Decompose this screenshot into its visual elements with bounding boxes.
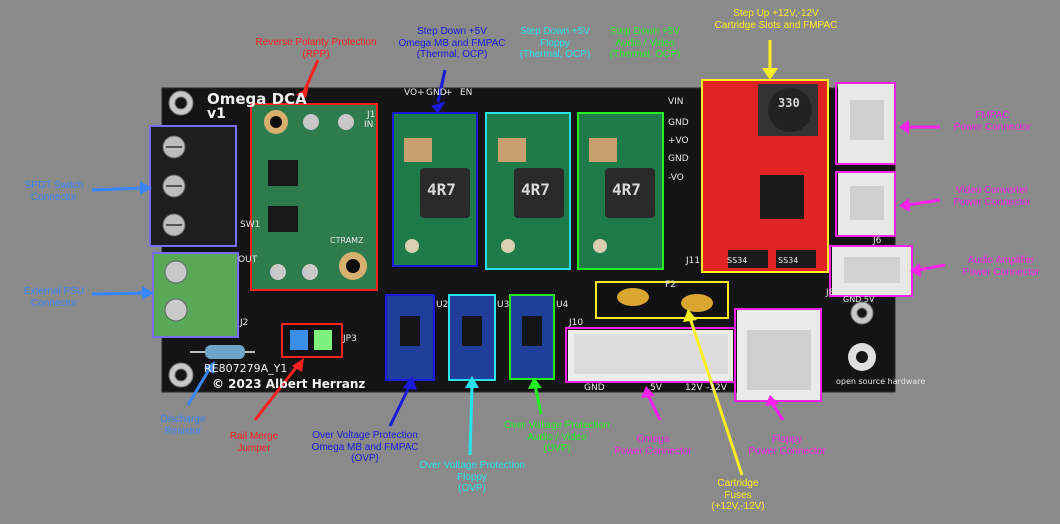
mounting-hole [850, 301, 874, 325]
rail-merge-annotation: Rail Merge Jumper [229, 431, 279, 454]
omega-connector-annotation: Omega Power Connector [614, 434, 692, 457]
rail-merge-jumper [281, 323, 343, 358]
ext-psu-annotation: External PSU Connector [23, 286, 85, 309]
board-credit: © 2023 Albert Herranz [212, 377, 366, 391]
inductor-marking: 330 [778, 96, 800, 110]
video-annotation: Video Converter Power Connector [953, 185, 1031, 208]
floppy-connector-annotation: Floppy Power Connector [748, 434, 826, 457]
ovp-floppy-annotation: Over Voltage Protection Floppy (OVP) [419, 460, 525, 494]
pin-label: EN [460, 88, 473, 98]
pin-label: VIN [668, 97, 684, 107]
ovp-omega-annotation: Over Voltage Protection Omega MB and FMP… [311, 430, 419, 464]
step-down-module-floppy [485, 112, 571, 270]
board-version: v1 [207, 106, 226, 122]
ref-u4: U4 [556, 300, 569, 310]
audio-pin-label: GND 5V [843, 295, 875, 304]
oshw-logo [848, 343, 876, 371]
ref-f2: F2 [665, 280, 676, 290]
diode-label: SS34 [778, 256, 799, 265]
video-connector [835, 171, 896, 237]
ref-j1: J1 [367, 110, 376, 120]
floppy-connector [734, 308, 822, 402]
inductor-marking: 4R7 [612, 180, 641, 199]
ref-sw1: SW1 [240, 220, 261, 230]
discharge-resistor [190, 345, 255, 359]
pin-label: GND [668, 118, 689, 128]
ovp-av-annotation: Over Voltage Protection Audio / Video (O… [504, 420, 610, 454]
ref-u2: U2 [436, 300, 449, 310]
fuses-annotation: Cartridge Fuses (+12V,-12V) [711, 478, 765, 512]
pin-label: +VO [668, 136, 689, 146]
ovp-module-floppy [448, 294, 496, 381]
inductor-marking: 4R7 [427, 180, 456, 199]
board-title: Omega DCA [207, 90, 307, 108]
pin-label: GND [426, 88, 447, 98]
inductor-marking: 4R7 [521, 180, 550, 199]
oshw-text: open source hardware [836, 377, 926, 386]
ovp-module-omega [385, 294, 435, 381]
ref-u3: U3 [497, 300, 510, 310]
ref-j2: J2 [240, 318, 249, 328]
ref-j11: J11 [686, 256, 701, 266]
pin-label: GND [668, 154, 689, 164]
spdt-annotation: SPDT Switch Connector [24, 180, 84, 203]
audio-connector [829, 245, 913, 297]
psu-terminal-block [152, 252, 239, 338]
rpp-out-label: OUT [238, 255, 258, 265]
omega-pin: -12V [706, 383, 727, 393]
ref-j10: J10 [569, 318, 584, 328]
fmpac-connector [835, 82, 896, 165]
diode-label: SS34 [727, 256, 748, 265]
step-down-floppy-annotation: Step Down +5V Floppy (Thermal, OCP) [519, 26, 591, 60]
step-down-module-av [577, 112, 664, 270]
rpp-annotation: Reverse Polarity Protection (RPP) [255, 37, 377, 60]
step-down-omega-annotation: Step Down +5V Omega MB and FMPAC (Therma… [398, 26, 506, 60]
ref-jp3: JP3 [343, 334, 357, 344]
fmpac-annotation: FMPAC Power Connector [953, 110, 1032, 133]
omega-pin: 5V [650, 383, 662, 393]
pin-label: VO+ [404, 88, 425, 98]
cartridge-fuses [595, 281, 729, 319]
pin-label: -VO [668, 173, 684, 183]
part-reference: RE807279A_Y1 [204, 362, 288, 375]
mounting-hole [168, 90, 194, 116]
rpp-chip-label: CTRAMZ [330, 236, 364, 245]
audio-annotation: Audio Amplifier Power Connector [962, 255, 1040, 278]
ovp-module-av [509, 294, 555, 380]
discharge-annotation: Discharge Resistor [160, 414, 206, 437]
ref-j8: J8 [826, 288, 835, 298]
pin-label: + [445, 88, 453, 98]
step-down-av-annotation: Step Down +5V Audio / Video (Thermal, OC… [609, 26, 681, 60]
step-up-annotation: Step Up +12V,-12V Cartridge Slots and FM… [714, 8, 838, 31]
rpp-in-label: IN [364, 120, 374, 130]
mounting-hole [168, 362, 194, 388]
omega-pin: 12V [685, 383, 703, 393]
step-down-module-omega [392, 112, 478, 267]
omega-pin: GND [584, 383, 605, 393]
ref-j6: J6 [873, 236, 882, 246]
